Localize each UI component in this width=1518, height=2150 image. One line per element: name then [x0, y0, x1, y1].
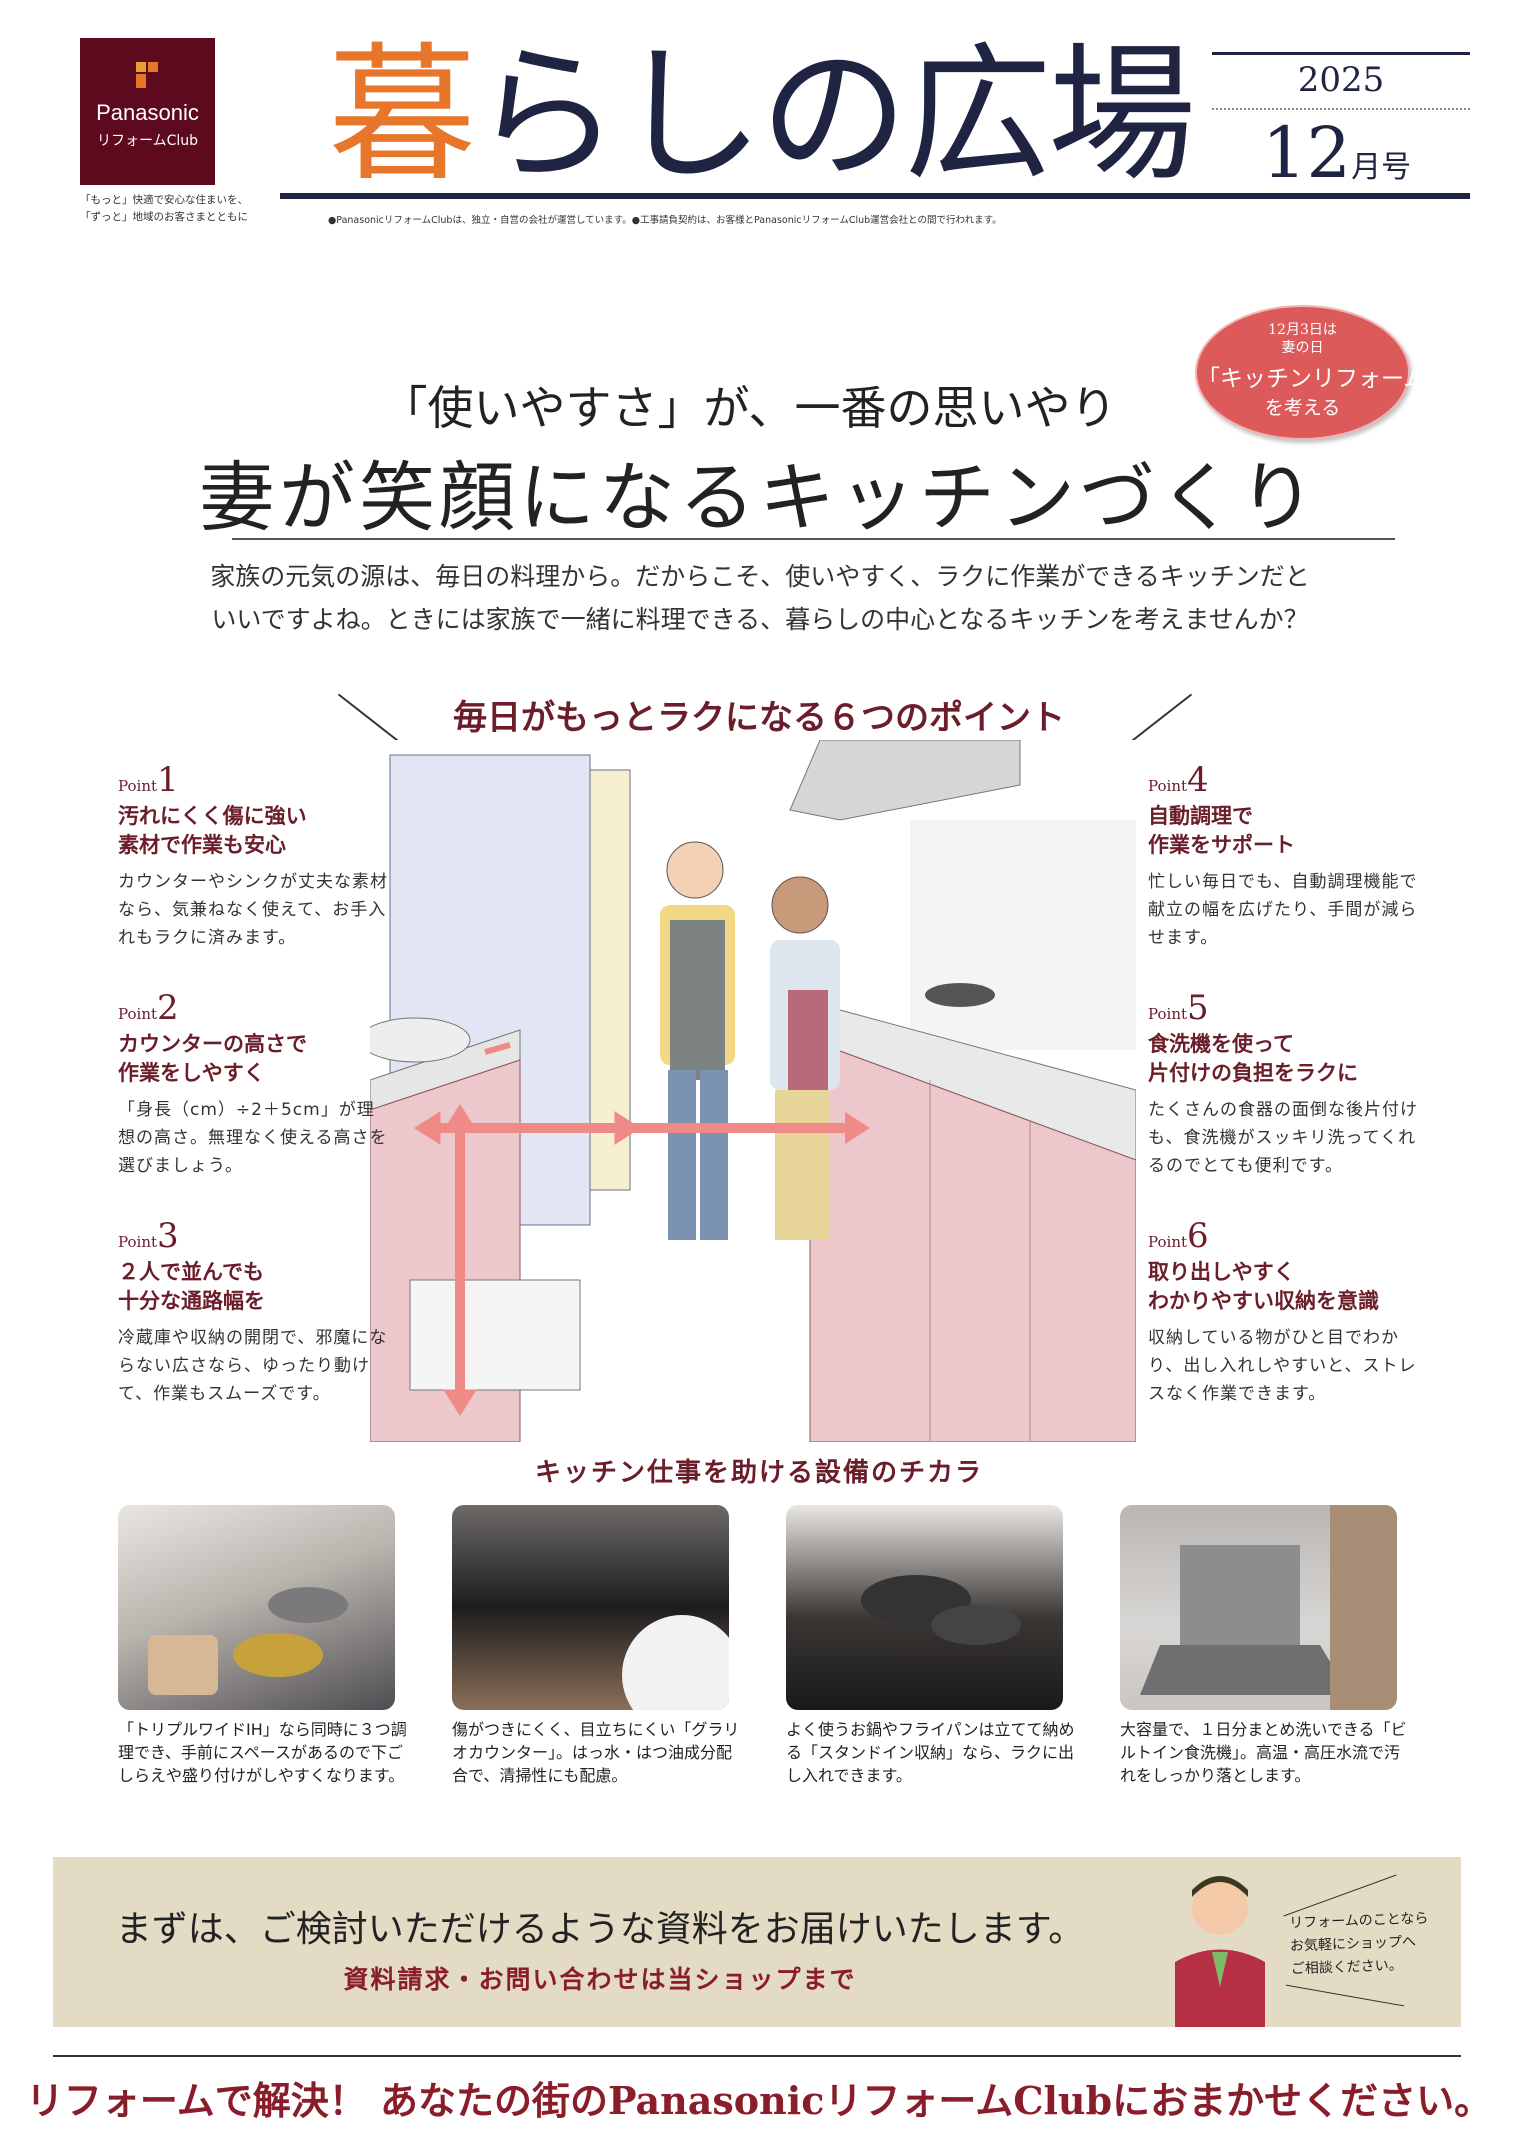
dishwasher-photo	[1120, 1505, 1397, 1710]
title-accent: 暮	[328, 29, 476, 201]
point-text: 「身長（cm）÷2＋5cm」が理想の高さ。無理なく使える高さを選びましょう。	[118, 1100, 388, 1176]
disclaimer: ●PanasonicリフォームClubは、独立・自営の会社が運営しています。●工…	[328, 215, 1002, 226]
tagline-line: 「ずっと」地域のお客さまとともに	[80, 211, 248, 223]
drawer	[409, 1279, 581, 1391]
point-text: 収納している物がひと目でわかり、出し入れしやすいと、ストレスなく作業できます。	[1148, 1328, 1417, 1404]
tagline-line: 「もっと」快適で安心な住まいを、	[80, 194, 248, 206]
point-5: Point5 食洗機を使って片付けの負担をラクに たくさんの食器の面倒な後片付け…	[1148, 988, 1418, 1180]
right-cabinets	[809, 1039, 1136, 1442]
point-2: Point2 カウンターの高さで作業をしやすく 「身長（cm）÷2＋5cm」が理…	[118, 988, 388, 1180]
issue-divider	[1212, 108, 1470, 110]
height-arrow-2	[484, 1042, 511, 1055]
equipment-caption: 傷がつきにくく、目立ちにくい「グラリオカウンター」。はっ水・はつ油成分配合で、清…	[452, 1720, 740, 1785]
point-label: Point2	[118, 988, 179, 1028]
countertop-photo	[452, 1505, 729, 1710]
point-text: 冷蔵庫や収納の開閉で、邪魔にならない広さなら、ゆったり動けて、作業もスムーズです…	[118, 1328, 388, 1404]
point-label: Point3	[118, 1216, 179, 1256]
stand-in-storage-photo	[786, 1505, 1063, 1710]
man-figure	[660, 841, 735, 1240]
masthead-title: 暮らしの広場	[328, 29, 1196, 201]
badge-line: 12月3日は	[1268, 322, 1337, 338]
aisle-arrow-head	[845, 1112, 870, 1144]
point-heading: カウンターの高さで作業をしやすく	[118, 1032, 307, 1085]
frying-pan	[925, 983, 995, 1007]
logo-mark-icon	[136, 62, 158, 88]
bowl	[370, 1017, 471, 1063]
banner-main: まずは、ご検討いただけるような資料をお届けいたします。	[115, 1909, 1085, 1950]
point-heading: 取り出しやすくわかりやすい収納を意識	[1148, 1260, 1379, 1313]
hero-subtitle: 「使いやすさ」が、一番の思いやり	[381, 381, 1117, 435]
issue-month: 12月号	[1262, 112, 1411, 194]
point-4: Point4 自動調理で作業をサポート 忙しい毎日でも、自動調理機能で献立の幅を…	[1148, 760, 1418, 952]
month-number: 12	[1262, 112, 1352, 194]
masthead-bar	[280, 193, 1470, 199]
issue-year: 2025	[1297, 60, 1385, 100]
tagline: 「もっと」快適で安心な住まいを、 「ずっと」地域のお客さまとともに	[80, 192, 250, 224]
point-1: Point1 汚れにくく傷に強い素材で作業も安心 カウンターやシンクが丈夫な素材…	[118, 760, 388, 952]
point-heading: ２人で並んでも十分な通路幅を	[118, 1260, 265, 1313]
point-text: 忙しい毎日でも、自動調理機能で献立の幅を広げたり、手間が減らせます。	[1148, 872, 1418, 948]
points-section-title: 毎日がもっとラクになる６つのポイント	[453, 698, 1065, 738]
range-hood	[789, 740, 1021, 821]
point-label: Point5	[1148, 988, 1209, 1028]
hero-intro: 家族の元気の源は、毎日の料理から。だからこそ、使いやすく、ラクに作業ができるキッ…	[160, 555, 1360, 641]
backsplash	[910, 820, 1136, 1050]
badge-line: を考える	[1264, 397, 1341, 419]
logo-brand: Panasonic	[96, 100, 199, 125]
woman-figure	[770, 876, 840, 1240]
equipment-caption: 大容量で、１日分まとめ洗いできる「ビルトイン食洗機」。高温・高圧水流で汚れをしっ…	[1120, 1720, 1407, 1785]
equipment-caption: 「トリプルワイドIH」なら同時に３つ調理でき、手前にスペースがあるので下ごしらえ…	[118, 1720, 407, 1785]
speech-line: お気軽にショップへ	[1289, 1934, 1417, 1955]
point-label: Point1	[118, 760, 179, 800]
badge-line: 「キッチンリフォーム」	[1197, 366, 1450, 392]
equipment-caption: よく使うお鍋やフライパンは立てて納める「スタンドイン収納」なら、ラクに出し入れで…	[786, 1720, 1075, 1785]
ih-cooktop-photo	[118, 1505, 395, 1710]
point-label: Point6	[1148, 1216, 1209, 1256]
month-suffix: 月号	[1351, 150, 1412, 185]
kitchen-illustration	[370, 740, 1136, 1442]
point-label: Point4	[1148, 760, 1209, 800]
logo-sub: リフォームClub	[96, 133, 198, 149]
staff-illustration	[1175, 1876, 1265, 2027]
badge-line: 妻の日	[1281, 340, 1324, 356]
wife-day-badge: 12月3日は妻の日 「キッチンリフォーム」 を考える	[1195, 305, 1450, 440]
hero-headline: 妻が笑顔になるキッチンづくり	[199, 453, 1319, 542]
point-6: Point6 取り出しやすくわかりやすい収納を意識 収納している物がひと目でわか…	[1148, 1216, 1418, 1408]
panasonic-reform-club-logo: Panasonic リフォームClub	[80, 38, 215, 185]
issue-rule	[1212, 52, 1470, 55]
banner-sub: 資料請求・お問い合わせは当ショップまで	[343, 1965, 857, 1994]
equipment-title: キッチン仕事を助ける設備のチカラ	[534, 1458, 983, 1488]
footer-rule	[53, 2055, 1461, 2057]
point-text: たくさんの食器の面倒な後片付けも、食洗機がスッキリ洗ってくれるのでとても便利です…	[1148, 1100, 1418, 1176]
height-arrow	[443, 1104, 477, 1416]
point-heading: 汚れにくく傷に強い素材で作業も安心	[118, 804, 307, 857]
point-3: Point3 ２人で並んでも十分な通路幅を 冷蔵庫や収納の開閉で、邪魔にならない…	[118, 1216, 388, 1408]
intro-line: 家族の元気の源は、毎日の料理から。だからこそ、使いやすく、ラクに作業ができるキッ…	[210, 562, 1310, 591]
hero-rule	[232, 538, 1395, 540]
point-text: カウンターやシンクが丈夫な素材なら、気兼ねなく使えて、お手入れもラクに済みます。	[118, 872, 388, 948]
footer-slogan: リフォームで解決！ あなたの街のPanasonicリフォームClubにおまかせく…	[25, 2078, 1493, 2123]
point-heading: 食洗機を使って片付けの負担をラクに	[1148, 1032, 1358, 1085]
title-rest: らしの広場	[472, 29, 1196, 201]
speech-line: ご相談ください。	[1290, 1957, 1404, 1978]
intro-line: いいですよね。ときには家族で一緒に料理できる、暮らしの中心となるキッチンを考えま…	[211, 605, 1309, 634]
point-heading: 自動調理で作業をサポート	[1148, 804, 1295, 857]
staff-speech: リフォームのことなら お気軽にショップへ ご相談ください。	[1289, 1908, 1430, 1982]
